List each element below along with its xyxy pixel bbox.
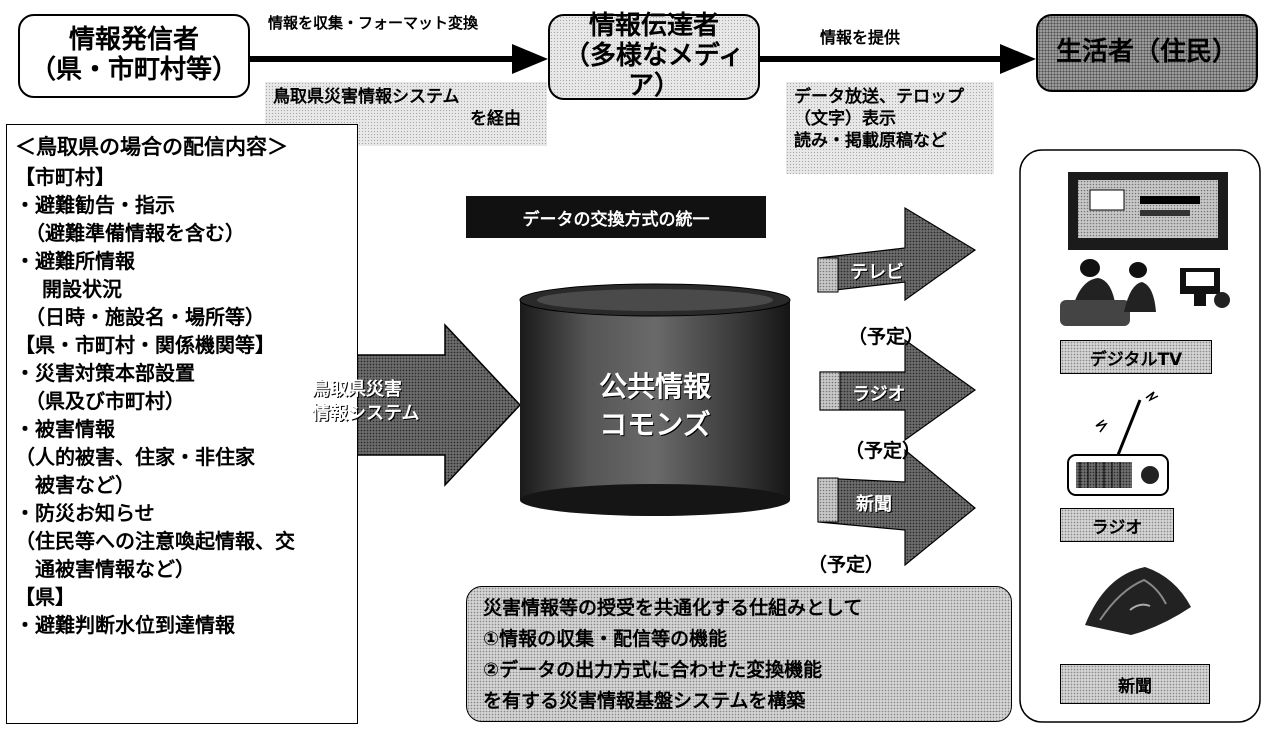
commons-label: 公共情報 コモンズ bbox=[560, 368, 750, 444]
via-note-line2: を経由 bbox=[470, 109, 521, 130]
radio-icon bbox=[1067, 391, 1169, 496]
content-line: 開設状況 bbox=[15, 277, 122, 301]
summary-line4: を有する災害情報基盤システムを構築 bbox=[483, 690, 806, 712]
sender-label-line1: 情報発信者 bbox=[68, 25, 199, 56]
content-line: （避難準備情報を含む） bbox=[15, 221, 245, 245]
sender-label-line2: （県・市町村等） bbox=[29, 55, 238, 85]
content-line: （住民等への注意喚起情報、交 bbox=[15, 529, 295, 553]
via-note-line1: 鳥取県災害情報システム bbox=[273, 87, 460, 107]
family-watching-tv-icon bbox=[1060, 259, 1230, 326]
newspaper-label: 新聞 bbox=[1060, 664, 1210, 704]
arrow-relay-to-receiver bbox=[760, 44, 1036, 74]
content-line: （日時・施設名・場所等） bbox=[15, 305, 265, 329]
summary-box: 災害情報等の授受を共通化する仕組みとして ①情報の収集・配信等の機能 ②データの… bbox=[466, 586, 1012, 722]
tv-set-icon bbox=[1068, 172, 1228, 250]
relay-label-line1: 情報伝達者 bbox=[588, 11, 719, 42]
content-line: ・避難所情報 bbox=[15, 249, 135, 273]
output-note-line2: （文字）表示 bbox=[794, 109, 896, 130]
media-arrow-newspaper bbox=[817, 448, 976, 567]
content-line: 【市町村】 bbox=[15, 165, 115, 189]
content-box-title: ＜鳥取県の場合の配信内容＞ bbox=[15, 135, 288, 159]
content-line: ・防災お知らせ bbox=[15, 501, 155, 525]
content-line: ・被害情報 bbox=[15, 417, 115, 441]
content-line: ・災害対策本部設置 bbox=[15, 361, 195, 385]
media-radio-status: （予定） bbox=[845, 440, 922, 462]
media-arrow-tv-label: テレビ bbox=[850, 262, 904, 283]
sender-node: 情報発信者 （県・市町村等） bbox=[18, 14, 250, 98]
content-line: 通被害情報など） bbox=[15, 557, 195, 581]
summary-line1: 災害情報等の授受を共通化する仕組みとして bbox=[483, 597, 863, 619]
content-line: ・避難勧告・指示 bbox=[15, 193, 175, 217]
output-note-line3: 読み・掲載原稿など bbox=[794, 131, 947, 152]
standardize-label: データの交換方式の統一 bbox=[466, 196, 766, 238]
summary-line3: ②データの出力方式に合わせた変換機能 bbox=[483, 659, 823, 681]
content-line: 【県】 bbox=[15, 585, 75, 609]
output-note-line1: データ放送、テロップ bbox=[794, 87, 964, 107]
media-arrow-radio-label: ラジオ bbox=[852, 384, 906, 405]
digital-tv-label: デジタルTV bbox=[1060, 340, 1212, 374]
radio-label: ラジオ bbox=[1060, 508, 1174, 542]
newspaper-icon bbox=[1085, 567, 1191, 635]
output-format-note: データ放送、テロップ （文字）表示 読み・掲載原稿など bbox=[786, 82, 994, 174]
content-line: ・避難判断水位到達情報 bbox=[15, 613, 235, 637]
device-panel bbox=[1019, 149, 1261, 723]
media-arrow-radio bbox=[819, 338, 977, 442]
distribution-content-box: ＜鳥取県の場合の配信内容＞ 【市町村】 ・避難勧告・指示 （避難準備情報を含む）… bbox=[6, 124, 358, 724]
receiver-label: 生活者（住民） bbox=[1055, 37, 1238, 68]
media-tv-status: （予定） bbox=[848, 326, 925, 348]
commons-label-line2: コモンズ bbox=[599, 408, 711, 441]
media-arrow-tv bbox=[817, 206, 977, 302]
relay-label-line2: （多様なメディア） bbox=[563, 41, 745, 101]
edge-label-collect-convert: 情報を収集・フォーマット変換 bbox=[268, 14, 479, 32]
arrow-sender-to-relay bbox=[250, 44, 548, 74]
receiver-node: 生活者（住民） bbox=[1036, 14, 1258, 92]
commons-label-line1: 公共情報 bbox=[598, 370, 711, 403]
summary-line2: ①情報の収集・配信等の機能 bbox=[483, 628, 728, 650]
system-arrow-label-line2: 情報システム bbox=[312, 403, 420, 424]
system-arrow-label-line1: 鳥取県災害 bbox=[312, 379, 402, 400]
system-arrow-label: 鳥取県災害 情報システム bbox=[312, 378, 452, 426]
content-line: （人的被害、住家・非住家 bbox=[15, 445, 255, 469]
media-newspaper-status: （予定） bbox=[808, 554, 885, 576]
content-line: （県及び市町村） bbox=[15, 389, 185, 413]
content-line: 被害など） bbox=[15, 473, 135, 497]
edge-label-provide: 情報を提供 bbox=[820, 28, 901, 47]
commons-cylinder bbox=[519, 283, 791, 516]
content-line: 【県・市町村・関係機関等】 bbox=[15, 333, 275, 357]
relay-node: 情報伝達者 （多様なメディア） bbox=[548, 11, 760, 101]
media-arrow-newspaper-label: 新聞 bbox=[856, 494, 892, 515]
